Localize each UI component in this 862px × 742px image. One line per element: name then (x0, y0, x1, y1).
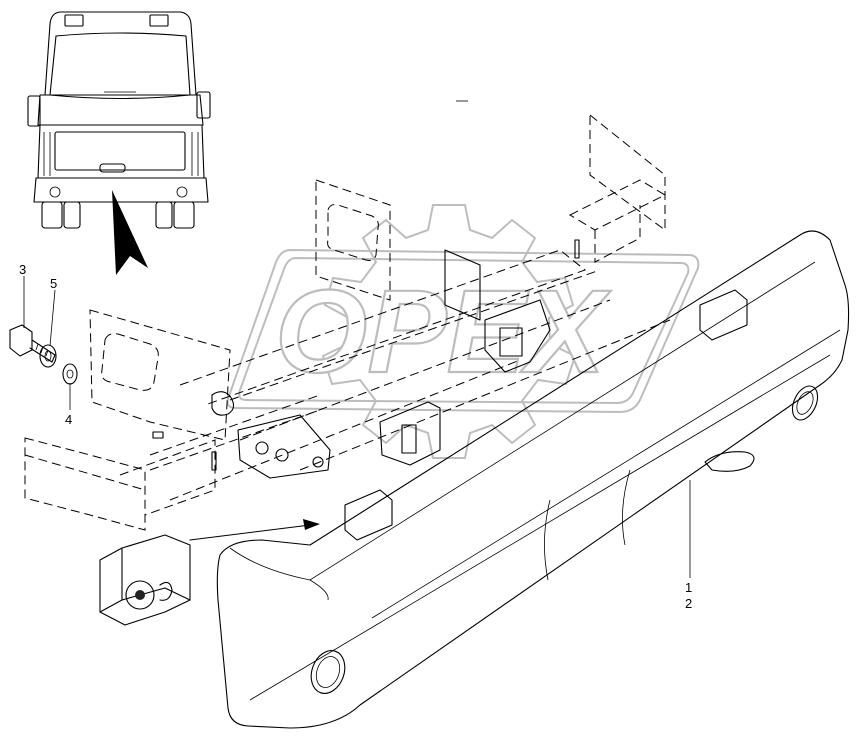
gear-watermark-icon (321, 204, 577, 459)
bracket-hole (312, 456, 324, 468)
spring-washer-icon (39, 344, 57, 368)
bolt-icon (9, 324, 56, 363)
callout-1: 1 (685, 580, 692, 595)
leader-line-5 (49, 289, 56, 347)
fasteners (9, 324, 78, 385)
front-bumper (216, 230, 850, 729)
phantom-frame-parts (24, 113, 671, 531)
flat-washer-icon (62, 363, 78, 385)
assembly-arrow (189, 524, 311, 541)
mounting-brackets (152, 239, 580, 479)
bracket-hole (275, 448, 289, 462)
arrow-head-icon (303, 519, 320, 530)
bracket-hole (255, 441, 269, 455)
fog-light-right (791, 385, 819, 421)
rubber-mount (99, 534, 191, 626)
truck-front-view (27, 11, 211, 229)
callout-3: 3 (19, 262, 26, 277)
watermark: OPEX (226, 204, 700, 459)
callout-2: 2 (685, 596, 692, 611)
callout-5: 5 (50, 276, 57, 291)
view-indicator-arrow-icon (112, 190, 148, 275)
watermark-text: OPEX (275, 266, 611, 398)
callout-4: 4 (65, 412, 72, 427)
callouts: 3 5 4 1 2 (19, 262, 692, 611)
fog-light-left (310, 650, 346, 694)
bumper-body (216, 230, 850, 729)
watermark-frame (226, 248, 700, 414)
